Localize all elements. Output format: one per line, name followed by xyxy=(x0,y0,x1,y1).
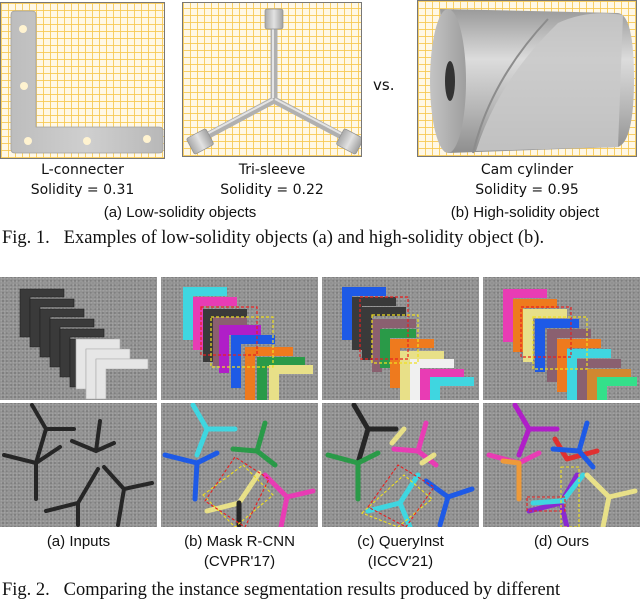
cam-cylinder-solidity: Solidity = 0.95 xyxy=(475,182,579,198)
mask-rcnn-masks-row2 xyxy=(162,403,316,527)
ours-tri-sleeve-result xyxy=(483,403,640,527)
mask-rcnn-l-connecter-result xyxy=(161,277,318,400)
column-label-ours: (d) Ours xyxy=(533,533,589,550)
queryinst-masks-row1 xyxy=(342,287,474,400)
column-label-inputs: (a) Inputs xyxy=(46,533,111,550)
ours-masks-row1 xyxy=(503,289,637,400)
vs-label: vs. xyxy=(373,76,395,94)
subcaption-b: (b) High-solidity object xyxy=(450,204,600,221)
l-connecter-shape xyxy=(10,10,164,154)
l-connecter-name: L-connecter xyxy=(41,162,124,178)
column-sublabel-queryinst: (ICCV'21) xyxy=(367,553,434,570)
ours-l-connecter-result xyxy=(483,277,640,400)
l-connecter-image xyxy=(0,2,165,159)
tri-sleeve-name: Tri-sleeve xyxy=(238,162,306,178)
tri-sleeve-solidity: Solidity = 0.22 xyxy=(220,182,324,198)
queryinst-l-connecter-result xyxy=(322,277,479,400)
tri-sleeve-pile-input xyxy=(2,403,154,527)
tri-sleeve-image xyxy=(182,2,362,157)
queryinst-tri-sleeve-result xyxy=(322,403,479,527)
queryinst-masks-row2 xyxy=(325,403,475,527)
l-connecter-stack-input xyxy=(19,288,149,400)
input-tri-sleeve-photo xyxy=(0,403,157,527)
mask-rcnn-tri-sleeve-result xyxy=(161,403,318,527)
ours-masks-row2 xyxy=(486,403,638,527)
cam-cylinder-name: Cam cylinder xyxy=(480,162,574,178)
cam-cylinder-shape xyxy=(430,9,634,154)
column-sublabel-mask-rcnn: (CVPR'17) xyxy=(203,553,276,570)
figure-2-caption: Fig. 2. Comparing the instance segmentat… xyxy=(2,580,561,600)
figure-1-caption: Fig. 1. Examples of low-solidity objects… xyxy=(2,228,545,248)
column-label-mask-rcnn: (b) Mask R-CNN xyxy=(184,533,295,550)
subcaption-a: (a) Low-solidity objects xyxy=(103,204,257,221)
column-label-queryinst: (c) QueryInst xyxy=(357,533,444,550)
mask-rcnn-masks-row1 xyxy=(183,287,313,400)
input-l-connecter-photo xyxy=(0,277,157,400)
tri-sleeve-shape xyxy=(186,8,361,155)
cam-cylinder-image xyxy=(417,0,637,157)
l-connecter-solidity: Solidity = 0.31 xyxy=(30,182,135,198)
